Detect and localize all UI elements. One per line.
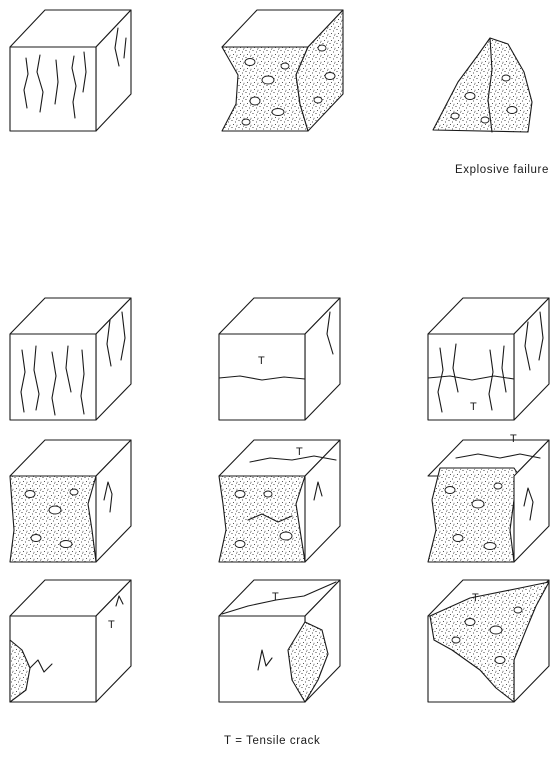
cube-r3-c3: T <box>428 433 549 562</box>
tensile-crack-legend: T = Tensile crack <box>224 735 320 747</box>
cube-r4-c3: T <box>428 580 549 702</box>
tensile-marker: T <box>472 592 479 604</box>
tensile-marker: T <box>296 446 303 458</box>
cube-r2-c3: T <box>428 298 549 420</box>
cube-r2-c2: T <box>219 298 340 420</box>
cube-r3-c2: T <box>219 440 340 562</box>
cube-r3-c1 <box>10 440 131 562</box>
explosive-failure-label: Explosive failure <box>455 164 549 176</box>
tensile-marker: T <box>108 619 115 631</box>
tensile-marker: T <box>272 591 279 603</box>
cube-r4-c1: T <box>10 580 131 702</box>
cube-r1-c2 <box>222 10 343 131</box>
cube-r2-c1 <box>10 298 131 420</box>
explosive-fragment <box>433 38 532 132</box>
tensile-marker: T <box>258 355 265 367</box>
cube-r4-c2: T <box>219 580 340 702</box>
cube-r1-c1 <box>10 10 131 131</box>
tensile-marker: T <box>510 433 517 445</box>
tensile-marker: T <box>470 401 477 413</box>
